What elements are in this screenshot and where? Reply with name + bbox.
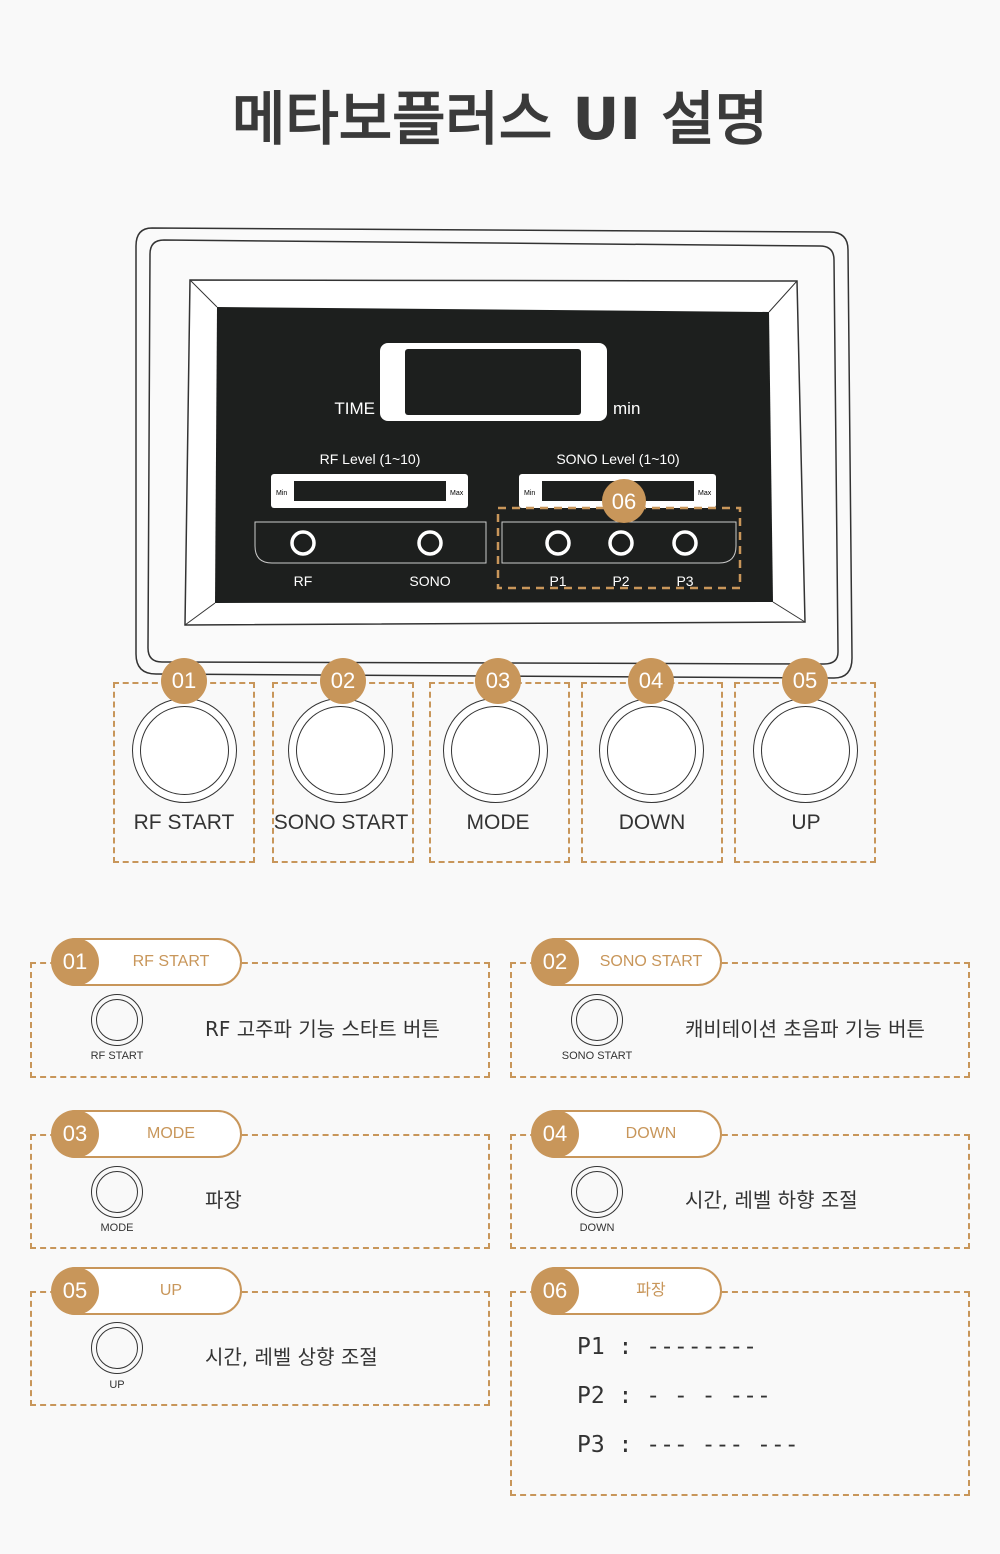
knob-icon [571, 1166, 623, 1218]
card-title: RF START [132, 953, 210, 970]
rf-label: RF [294, 573, 313, 589]
p2-description: P2 : - - - --- [577, 1383, 771, 1409]
badge-01: 01 [161, 658, 207, 704]
badge-05: 05 [782, 658, 828, 704]
up-button[interactable] [753, 698, 858, 803]
card-description: 파장 [205, 1188, 242, 1212]
sono-max: Max [698, 490, 712, 497]
rf-level-label: RF Level (1~10) [320, 451, 421, 467]
card-badge: 03 [51, 1110, 99, 1158]
knob-caption: DOWN [579, 1222, 615, 1234]
card-badge: 02 [531, 938, 579, 986]
card-rf-start [30, 962, 490, 1078]
time-unit: min [613, 399, 640, 418]
card-title: MODE [147, 1125, 195, 1142]
card-title: UP [159, 1282, 183, 1299]
card-up [30, 1291, 490, 1406]
up-label: UP [791, 811, 821, 834]
card-header-03: 03 MODE [51, 1110, 242, 1158]
p1-description: P1 : -------- [577, 1334, 758, 1360]
p3-label: P3 [676, 573, 693, 589]
knob-caption: MODE [100, 1222, 134, 1234]
knob-caption: RF START [90, 1050, 144, 1062]
rf-start-button[interactable] [132, 698, 237, 803]
card-header-05: 05 UP [51, 1267, 242, 1315]
rf-max: Max [450, 490, 464, 497]
rf-start-label: RF START [133, 811, 235, 834]
down-button[interactable] [599, 698, 704, 803]
card-wave [510, 1291, 970, 1496]
badge-03: 03 [475, 658, 521, 704]
card-header-04: 04 DOWN [531, 1110, 722, 1158]
sono-start-label: SONO START [273, 811, 409, 834]
p1-indicator [545, 530, 571, 556]
card-mode [30, 1134, 490, 1249]
rf-min: Min [276, 490, 287, 497]
mode-badge: 06 [612, 489, 636, 514]
card-header-02: 02 SONO START [531, 938, 722, 986]
time-label: TIME [334, 399, 375, 418]
badge-04: 04 [628, 658, 674, 704]
knob-caption: SONO START [561, 1050, 633, 1062]
knob-icon [91, 994, 143, 1046]
mode-label: MODE [466, 811, 530, 834]
card-title: SONO START [599, 953, 703, 970]
card-badge: 01 [51, 938, 99, 986]
rf-indicator [290, 530, 316, 556]
sono-start-button[interactable] [288, 698, 393, 803]
sono-min: Min [524, 490, 535, 497]
p1-label: P1 [549, 573, 566, 589]
knob-caption: UP [109, 1379, 125, 1391]
card-title: 파장 [636, 1282, 666, 1299]
p3-description: P3 : --- --- --- [577, 1432, 799, 1458]
knob-icon [571, 994, 623, 1046]
sono-level-label: SONO Level (1~10) [556, 451, 679, 467]
card-description: 시간, 레벨 상향 조절 [205, 1345, 378, 1369]
card-description: RF 고주파 기능 스타트 버튼 [205, 1017, 440, 1041]
knob-icon [91, 1322, 143, 1374]
p2-label: P2 [612, 573, 629, 589]
card-badge: 04 [531, 1110, 579, 1158]
card-description: 시간, 레벨 하향 조절 [685, 1188, 858, 1212]
knob-icon [91, 1166, 143, 1218]
device-panel: TIME min RF Level (1~10) SONO Level (1~1… [135, 227, 853, 679]
sono-indicator [417, 530, 443, 556]
p3-indicator [672, 530, 698, 556]
card-badge: 06 [531, 1267, 579, 1315]
down-label: DOWN [618, 811, 686, 834]
sono-label: SONO [409, 573, 450, 589]
mode-button[interactable] [443, 698, 548, 803]
card-header-01: 01 RF START [51, 938, 242, 986]
card-title: DOWN [625, 1125, 677, 1142]
card-badge: 05 [51, 1267, 99, 1315]
card-header-06: 06 파장 [531, 1267, 722, 1315]
page-title: 메타보플러스 UI 설명 [232, 85, 768, 153]
card-sono-start [510, 962, 970, 1078]
card-description: 캐비테이션 초음파 기능 버튼 [685, 1017, 925, 1041]
card-down [510, 1134, 970, 1249]
badge-02: 02 [320, 658, 366, 704]
p2-indicator [608, 530, 634, 556]
